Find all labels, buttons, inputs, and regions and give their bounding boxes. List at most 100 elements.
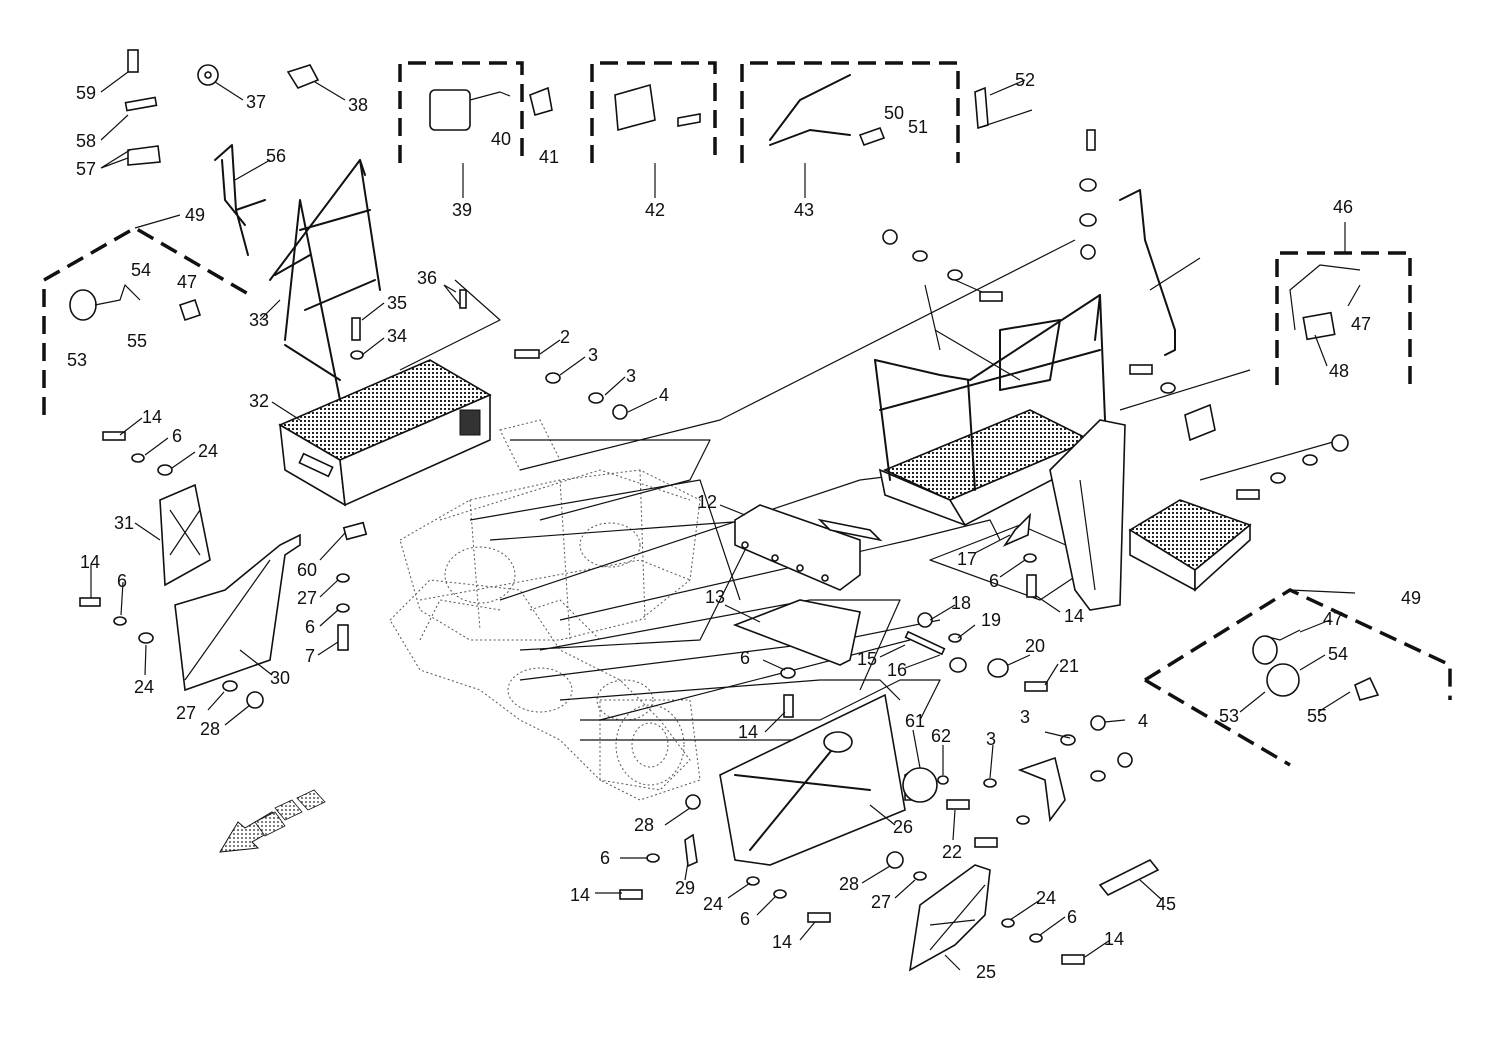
part-label-6: 6 xyxy=(989,571,999,591)
part-label-31: 31 xyxy=(114,513,134,533)
part-label-54: 54 xyxy=(1328,644,1348,664)
part-label-35: 35 xyxy=(387,293,407,313)
part-label-13: 13 xyxy=(705,587,725,607)
part-label-50: 50 xyxy=(884,103,904,123)
plates-30-31 xyxy=(159,483,301,692)
part-label-24: 24 xyxy=(134,677,154,697)
part-label-47: 47 xyxy=(177,272,197,292)
part-label-33: 33 xyxy=(249,310,269,330)
part-label-57: 57 xyxy=(76,159,96,179)
part-label-46: 46 xyxy=(1333,197,1353,217)
part-label-16: 16 xyxy=(887,660,907,680)
part-label-24: 24 xyxy=(1036,888,1056,908)
leader-lines xyxy=(90,71,1361,971)
part-label-39: 39 xyxy=(452,200,472,220)
part-label-28: 28 xyxy=(839,874,859,894)
part-label-61: 61 xyxy=(905,711,925,731)
part-label-17: 17 xyxy=(957,549,977,569)
part-label-43: 43 xyxy=(794,200,814,220)
part-label-3: 3 xyxy=(986,729,996,749)
part-label-27: 27 xyxy=(871,892,891,912)
part-label-15: 15 xyxy=(857,649,877,669)
platform-assembly xyxy=(874,189,1252,611)
part-label-62: 62 xyxy=(931,726,951,746)
part-label-14: 14 xyxy=(80,552,100,572)
part-label-51: 51 xyxy=(908,117,928,137)
part-label-47: 47 xyxy=(1351,314,1371,334)
part-label-6: 6 xyxy=(305,617,315,637)
handle-56 xyxy=(214,144,266,256)
part-label-14: 14 xyxy=(738,722,758,742)
part-label-26: 26 xyxy=(893,817,913,837)
part-label-52: 52 xyxy=(1015,70,1035,90)
part-label-19: 19 xyxy=(981,610,1001,630)
part-label-41: 41 xyxy=(539,147,559,167)
bracket-12 xyxy=(734,504,883,591)
group-frames xyxy=(42,61,1452,767)
plate-13 xyxy=(732,599,861,666)
part-label-53: 53 xyxy=(67,350,87,370)
part-label-34: 34 xyxy=(387,326,407,346)
part-label-25: 25 xyxy=(976,962,996,982)
part-label-14: 14 xyxy=(142,407,162,427)
part-label-6: 6 xyxy=(117,571,127,591)
part-label-28: 28 xyxy=(634,815,654,835)
part-label-14: 14 xyxy=(1104,929,1124,949)
part-label-6: 6 xyxy=(740,648,750,668)
part-label-27: 27 xyxy=(297,588,317,608)
part-label-6: 6 xyxy=(600,848,610,868)
part-label-32: 32 xyxy=(249,391,269,411)
part-label-36: 36 xyxy=(417,268,437,288)
part-labels: 59 58 57 37 38 40 41 39 42 50 51 43 52 5… xyxy=(67,70,1421,982)
handrail-33 xyxy=(269,159,381,401)
part-label-42: 42 xyxy=(645,200,665,220)
part-label-20: 20 xyxy=(1025,636,1045,656)
top-parts xyxy=(69,49,1380,701)
part-label-6: 6 xyxy=(1067,907,1077,927)
part-label-55: 55 xyxy=(127,331,147,351)
part-label-24: 24 xyxy=(198,441,218,461)
part-label-24: 24 xyxy=(703,894,723,914)
part-label-4: 4 xyxy=(659,385,669,405)
part-label-53: 53 xyxy=(1219,706,1239,726)
part-label-6: 6 xyxy=(172,426,182,446)
part-label-54: 54 xyxy=(131,260,151,280)
part-label-49: 49 xyxy=(185,205,205,225)
part-label-29: 29 xyxy=(675,878,695,898)
part-label-37: 37 xyxy=(246,92,266,112)
part-label-14: 14 xyxy=(772,932,792,952)
part-label-6: 6 xyxy=(740,909,750,929)
part-label-4: 4 xyxy=(1138,711,1148,731)
part-label-14: 14 xyxy=(570,885,590,905)
part-label-3: 3 xyxy=(588,345,598,365)
part-label-58: 58 xyxy=(76,131,96,151)
bracket-22 xyxy=(1017,756,1066,823)
panel-25 xyxy=(908,864,991,972)
bar-45 xyxy=(1098,858,1160,897)
step-32 xyxy=(278,359,492,507)
part-label-59: 59 xyxy=(76,83,96,103)
part-label-18: 18 xyxy=(951,593,971,613)
part-label-49: 49 xyxy=(1401,588,1421,608)
part-label-7: 7 xyxy=(305,646,315,666)
part-label-40: 40 xyxy=(491,129,511,149)
part-label-22: 22 xyxy=(942,842,962,862)
part-label-60: 60 xyxy=(297,560,317,580)
part-label-3: 3 xyxy=(1020,707,1030,727)
fasteners xyxy=(79,129,1349,965)
part-label-2: 2 xyxy=(560,327,570,347)
part-label-48: 48 xyxy=(1329,361,1349,381)
part-label-55: 55 xyxy=(1307,706,1327,726)
part-label-21: 21 xyxy=(1059,656,1079,676)
part-label-12: 12 xyxy=(697,492,717,512)
part-label-56: 56 xyxy=(266,146,286,166)
part-label-28: 28 xyxy=(200,719,220,739)
part-label-27: 27 xyxy=(176,703,196,723)
part-label-3: 3 xyxy=(626,366,636,386)
panel-26 xyxy=(719,693,938,866)
chassis-frame xyxy=(389,419,701,801)
direction-arrow-icon xyxy=(219,789,326,853)
part-label-30: 30 xyxy=(270,668,290,688)
